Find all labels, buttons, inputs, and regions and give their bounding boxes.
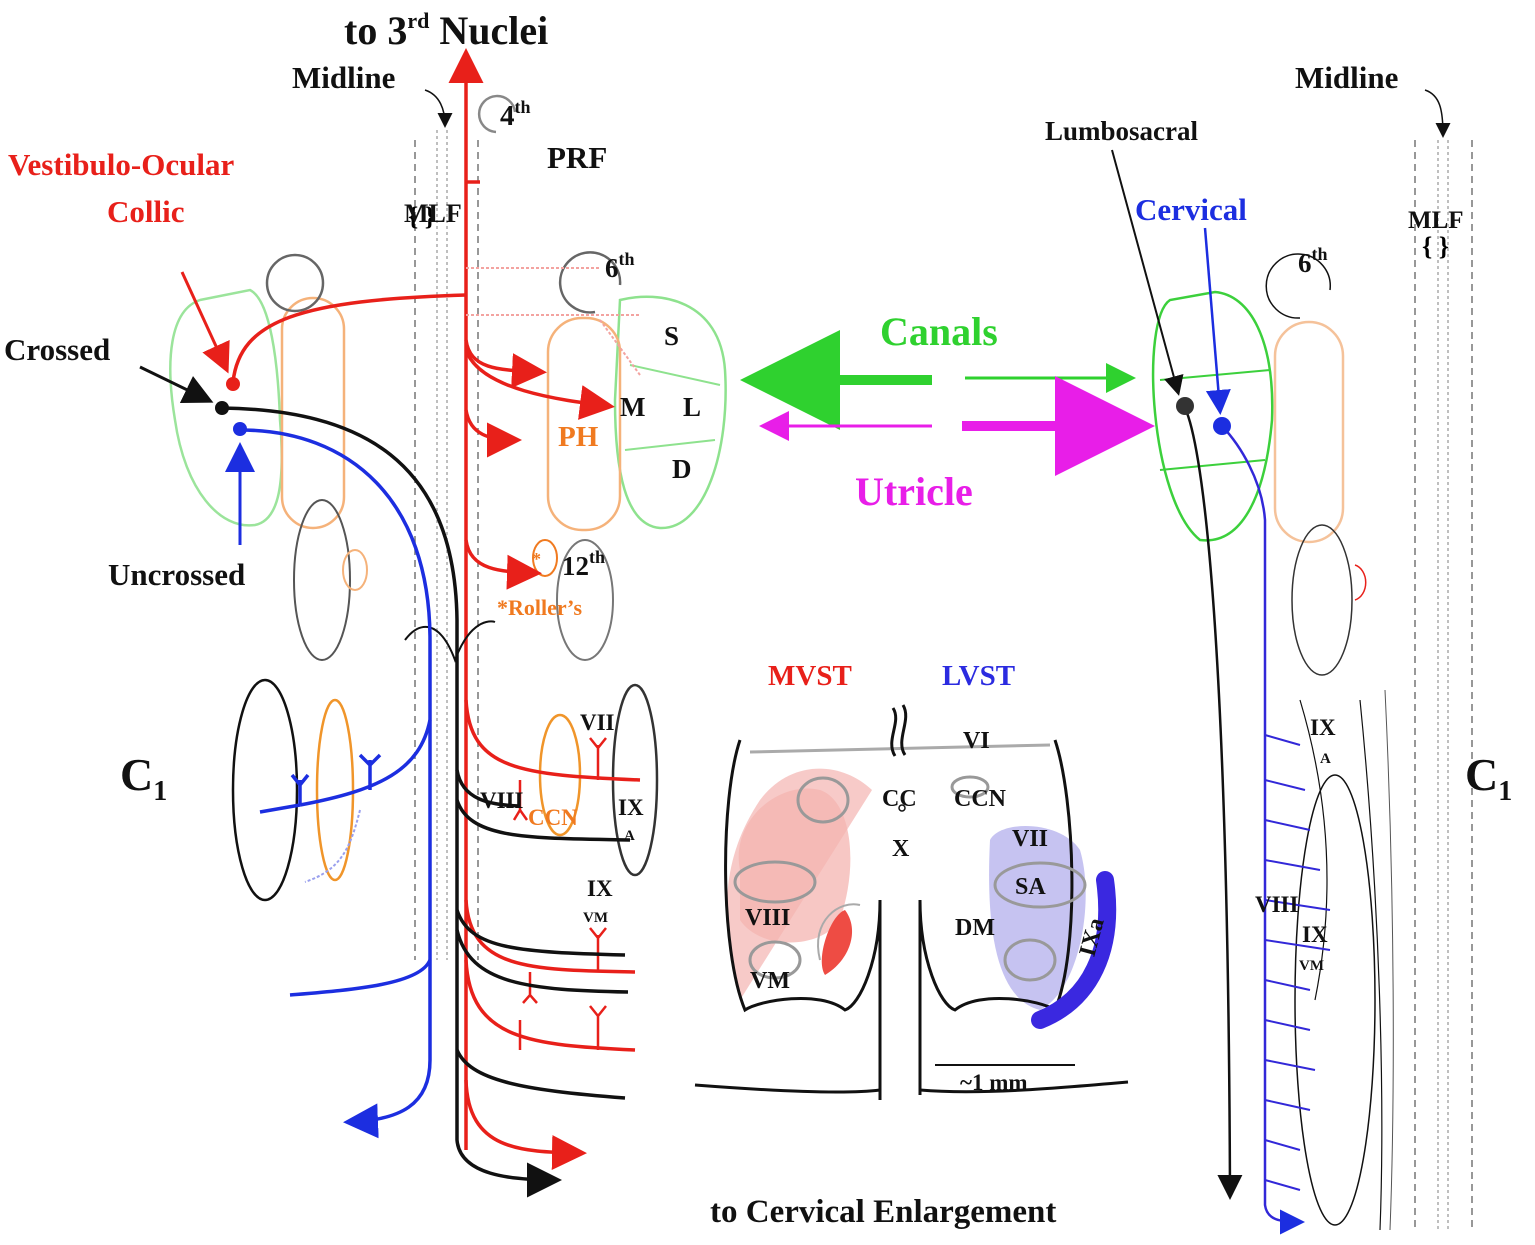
label-s: S <box>664 321 679 351</box>
left-12th-outline <box>293 499 351 661</box>
label-x: X <box>892 836 910 862</box>
label-4th: 4th <box>500 97 531 132</box>
label-viii-x: VIII <box>745 905 790 931</box>
left-c1-ccn <box>315 698 355 882</box>
right-blue-branches <box>1264 734 1331 1191</box>
red-pathway <box>231 48 641 1171</box>
label-cervical: Cervical <box>1135 192 1247 227</box>
right-6th-nucleus <box>558 251 622 314</box>
right-midline-lines <box>1414 140 1473 1230</box>
right-12th-outline <box>556 539 614 661</box>
label-ix-vm-right: IX <box>1302 922 1328 947</box>
label-lvst: LVST <box>942 660 1015 692</box>
mlf-brace-right: { } <box>1422 232 1449 261</box>
collic-pointer <box>180 271 230 374</box>
label-viii-right: VIII <box>1255 892 1299 917</box>
crossing-fibers <box>404 620 496 663</box>
fourth-nucleus <box>477 94 517 134</box>
label-ix-vm-left-sub: VM <box>583 910 608 926</box>
lumbosacral-pointer <box>1111 149 1184 396</box>
label-cc: CC <box>882 786 917 812</box>
black-crossed-pathway <box>221 406 631 1198</box>
label-d: D <box>672 454 692 484</box>
label-mlf-right: MLF <box>1408 207 1464 234</box>
label-vii-left: VII <box>580 710 615 735</box>
right-panel-6th-outline <box>1265 253 1331 319</box>
right-panel-12th-outline <box>1291 524 1353 676</box>
label-c1-left: C1 <box>120 749 167 807</box>
label-c1-right: C1 <box>1465 749 1512 807</box>
right-mlf-lines <box>1437 140 1449 1230</box>
label-canals: Canals <box>880 309 998 354</box>
right-vestibular-nuclei-outline <box>613 295 727 530</box>
label-asterisk: * <box>532 549 541 569</box>
blue-faint-branch <box>304 809 361 883</box>
label-utricle: Utricle <box>855 469 973 514</box>
label-6th-right: 6th <box>1298 244 1328 278</box>
label-vi: VI <box>963 728 990 754</box>
label-12th: 12th <box>562 547 605 581</box>
label-vii-x: VII <box>1012 826 1048 852</box>
right-panel-ph-outline <box>1273 320 1345 544</box>
cervical-cell <box>1213 417 1231 435</box>
right-ph-outline <box>546 316 622 532</box>
faint-red-6th-projections <box>466 267 641 376</box>
left-rollers-outline <box>342 549 368 591</box>
mlf-brace-left: { } <box>408 202 435 231</box>
label-ccn-left: CCN <box>528 805 578 830</box>
crossed-pointer <box>139 365 214 404</box>
blue-uncrossed-pathway <box>239 428 432 1139</box>
label-ix-a-right-sub: A <box>1320 751 1331 767</box>
label-ix-a-left-sub: A <box>624 828 635 844</box>
label-rollers: *Roller’s <box>497 595 583 620</box>
label-midline-left: Midline <box>292 60 395 95</box>
label-ph: PH <box>558 421 599 453</box>
midline-right-pointer <box>1424 89 1451 138</box>
label-to-cervical-enlargement: to Cervical Enlargement <box>710 1194 1056 1230</box>
vestibulo-ocular-cell <box>226 377 240 391</box>
left-mlf-lines <box>436 130 448 960</box>
label-m: M <box>620 392 645 422</box>
label-viii-left: VIII <box>480 788 524 813</box>
left-c1-ventral-horn <box>231 678 299 902</box>
label-scale: ~1 mm <box>960 1070 1028 1095</box>
right-panel-ixvm-outline <box>1294 774 1376 1226</box>
label-ix-vm-left: IX <box>587 876 613 901</box>
label-ix-a-left: IX <box>618 795 644 820</box>
label-collic: Collic <box>107 194 185 229</box>
label-l: L <box>683 392 701 422</box>
lumbosacral-cell <box>1176 397 1194 415</box>
label-sa: SA <box>1015 874 1046 900</box>
label-6th-left: 6th <box>605 249 635 283</box>
right-panel-vestibular-outline <box>1151 290 1274 542</box>
right-lumbosacral-tract <box>1183 407 1243 1200</box>
midline-left-pointer <box>424 89 453 128</box>
title-to-3rd-nuclei: to 3rd Nuclei <box>344 8 548 53</box>
label-crossed: Crossed <box>4 332 110 367</box>
left-vestibular-nuclei-outline <box>169 288 283 527</box>
cervical-pointer <box>1203 227 1231 415</box>
label-ccn-x: CCN <box>954 786 1007 812</box>
left-6th-nucleus <box>265 253 325 313</box>
right-cervical-tract <box>1221 425 1305 1235</box>
label-mlf-left: MLF <box>404 199 462 228</box>
label-uncrossed: Uncrossed <box>108 557 245 592</box>
label-mvst: MVST <box>768 660 852 692</box>
label-ix-vm-right-sub: VM <box>1299 958 1324 974</box>
uncrossed-cell <box>233 422 247 436</box>
label-ix-a-right: IX <box>1310 715 1336 740</box>
label-midline-right: Midline <box>1295 60 1398 95</box>
crossed-cell <box>215 401 229 415</box>
spinal-cross-section <box>694 704 1129 1100</box>
label-vestibulo-ocular: Vestibulo-Ocular <box>8 147 234 182</box>
label-vm-x: VM <box>750 968 790 994</box>
label-prf: PRF <box>547 140 607 175</box>
label-lumbosacral: Lumbosacral <box>1045 116 1199 146</box>
label-dm: DM <box>955 915 995 941</box>
